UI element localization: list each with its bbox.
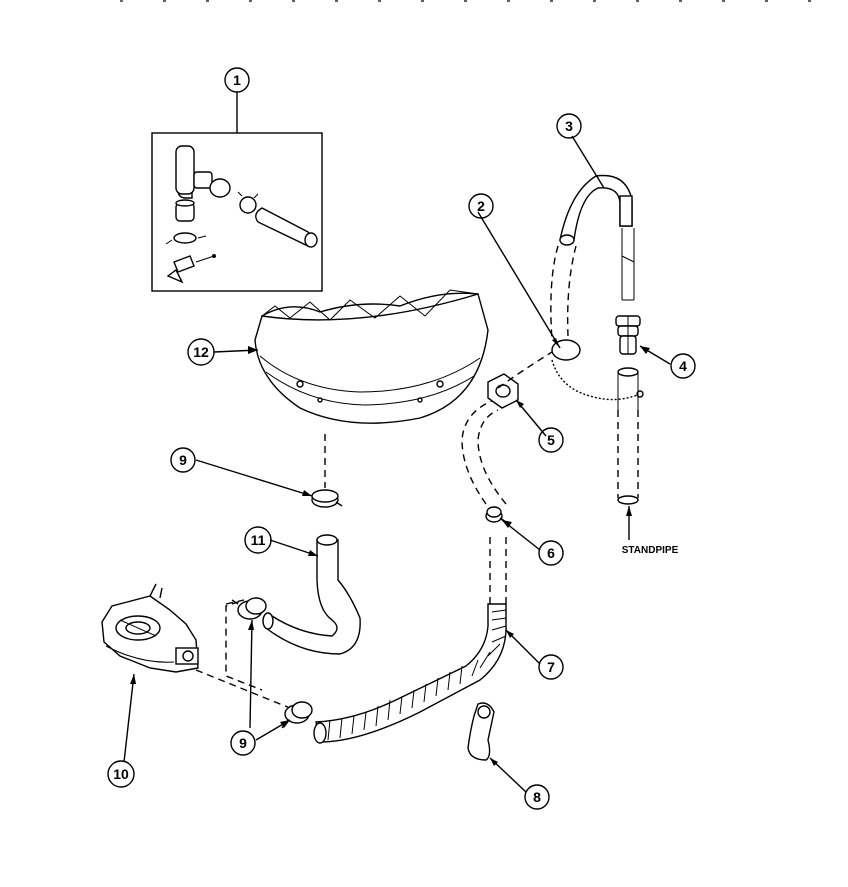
callout-5-label: 5: [547, 432, 555, 448]
standpipe-adapter: [615, 315, 641, 355]
hose-clamp-bottom: [281, 701, 313, 729]
callout-3-label: 3: [565, 118, 573, 134]
callout-2: 2: [468, 193, 494, 219]
callout-1: 1: [224, 67, 250, 93]
callout-12: 12: [187, 338, 215, 366]
standpipe: [617, 367, 639, 505]
corrugated-drain-hose: [313, 603, 507, 744]
callout-9-upper-label: 9: [179, 452, 187, 468]
callout-2-label: 2: [477, 198, 485, 214]
hose-guide-nut: [487, 373, 519, 409]
callout-10-label: 10: [113, 766, 129, 782]
callout-8-label: 8: [533, 789, 541, 805]
hose-run-middle: [461, 399, 507, 505]
callout-9-upper: 9: [170, 447, 196, 473]
callout-9-lower-label: 9: [239, 735, 247, 751]
drain-pump: [101, 583, 199, 673]
callout-5: 5: [538, 427, 564, 453]
pump-guide-line: [225, 599, 263, 691]
callout-3: 3: [556, 113, 582, 139]
hose-run-hook: [550, 245, 577, 341]
leader-lines: [123, 135, 671, 793]
callout-7: 7: [538, 654, 564, 680]
callout-9-lower: 9: [230, 730, 256, 756]
hose-run-upper: [497, 351, 553, 389]
callout-6-label: 6: [547, 545, 555, 561]
callout-12-label: 12: [193, 344, 209, 360]
hose-clamp-left: [231, 597, 267, 620]
hose-hook: [559, 174, 633, 246]
pump-to-clamp-line: [195, 669, 291, 709]
callout-10: 10: [107, 760, 135, 788]
pump-hose: [262, 534, 361, 655]
standpipe-top: [621, 228, 635, 300]
callout-4-label: 4: [679, 358, 687, 374]
hose-run-lower: [489, 532, 507, 604]
callout-1-label: 1: [233, 72, 241, 88]
callout-7-label: 7: [547, 659, 555, 675]
callout-6: 6: [538, 540, 564, 566]
callout-4: 4: [670, 353, 696, 379]
hose-clamp-upper: [311, 489, 343, 508]
callout-11: 11: [244, 526, 272, 554]
hose-clip: [485, 506, 507, 523]
standpipe-label: STANDPIPE: [622, 545, 679, 556]
callout-11-label: 11: [251, 532, 266, 548]
hose-tie: [467, 702, 495, 761]
drain-kit-box: [151, 92, 323, 292]
callout-8: 8: [524, 784, 550, 810]
outer-tub: [254, 289, 489, 424]
